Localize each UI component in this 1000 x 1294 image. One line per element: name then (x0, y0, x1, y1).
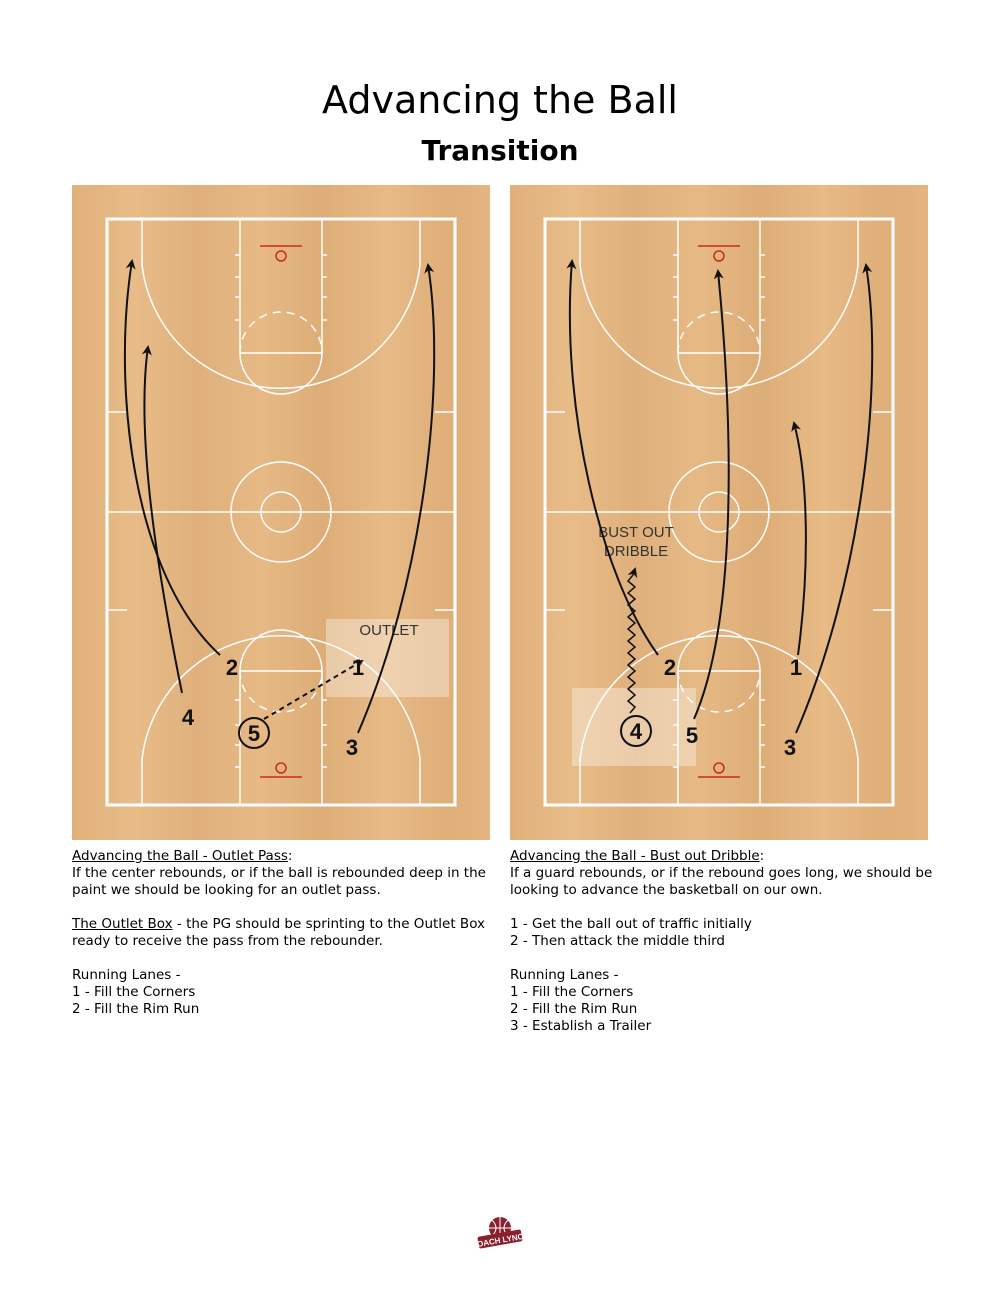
outlet-box-term: The Outlet Box (72, 916, 173, 932)
player-4-label: 4 (630, 719, 643, 744)
court-diagram-bust-out-dribble: BUST OUT DRIBBLE 1 2 3 4 5 (510, 185, 928, 840)
lane-item: 3 - Establish a Trailer (510, 1018, 652, 1034)
outlet-pass-heading: Advancing the Ball - Outlet Pass (72, 848, 288, 864)
movement-paths (123, 259, 436, 734)
lane-item: 1 - Fill the Corners (510, 984, 634, 1000)
court-lines (543, 217, 895, 807)
player-2-label: 2 (226, 655, 238, 680)
coach-lynch-logo: COACH LYNCH (471, 1213, 530, 1253)
bust-out-label-line2: DRIBBLE (604, 543, 668, 560)
running-lanes-heading: Running Lanes - (510, 967, 619, 983)
lane-item: 2 - Fill the Rim Run (72, 1001, 200, 1017)
lane-item: 2 - Fill the Rim Run (510, 1001, 638, 1017)
player-labels: 1 2 3 4 5 (630, 655, 802, 760)
step-item: 1 - Get the ball out of traffic initiall… (510, 916, 752, 932)
hoops (698, 245, 740, 778)
basketball-logo-icon: COACH LYNCH (471, 1217, 530, 1250)
player-1-label: 1 (352, 655, 364, 680)
player-4-circle (620, 715, 652, 747)
bust-out-dribble-description: Advancing the Ball - Bust out Dribble: I… (510, 848, 940, 1052)
player-5-label: 5 (686, 723, 698, 748)
player-2-label: 2 (664, 655, 676, 680)
step-item: 2 - Then attack the middle third (510, 933, 725, 949)
movement-paths (566, 259, 874, 734)
page-subtitle: Transition (421, 134, 579, 167)
player-1-label: 1 (790, 655, 802, 680)
rebound-box (572, 688, 696, 766)
page-title: Advancing the Ball (322, 78, 678, 122)
running-lanes-heading: Running Lanes - (72, 967, 181, 983)
player-3-label: 3 (346, 735, 358, 760)
bust-out-intro: If a guard rebounds, or if the rebound g… (510, 865, 933, 898)
outlet-box-text: - the PG should be sprinting to the Outl… (72, 916, 486, 949)
lane-item: 1 - Fill the Corners (72, 984, 196, 1000)
player-3-label: 3 (784, 735, 796, 760)
court-diagram-outlet-pass: OUTLET 1 2 3 4 5 (72, 185, 490, 840)
outlet-label: OUTLET (359, 622, 418, 639)
hoops (260, 245, 302, 778)
player-4-label: 4 (182, 705, 195, 730)
player-5-circle (238, 717, 270, 749)
outlet-box (326, 619, 449, 697)
player-labels: 1 2 3 4 5 (182, 655, 364, 760)
court-svg: BUST OUT DRIBBLE 1 2 3 4 5 (510, 185, 928, 840)
bust-out-label-line1: BUST OUT (598, 524, 674, 541)
outlet-pass-intro: If the center rebounds, or if the ball i… (72, 865, 486, 898)
player-5-label: 5 (248, 721, 260, 746)
bust-out-heading: Advancing the Ball - Bust out Dribble (510, 848, 760, 864)
outlet-pass-description: Advancing the Ball - Outlet Pass: If the… (72, 848, 502, 1035)
court-svg: OUTLET 1 2 3 4 5 (72, 185, 490, 840)
